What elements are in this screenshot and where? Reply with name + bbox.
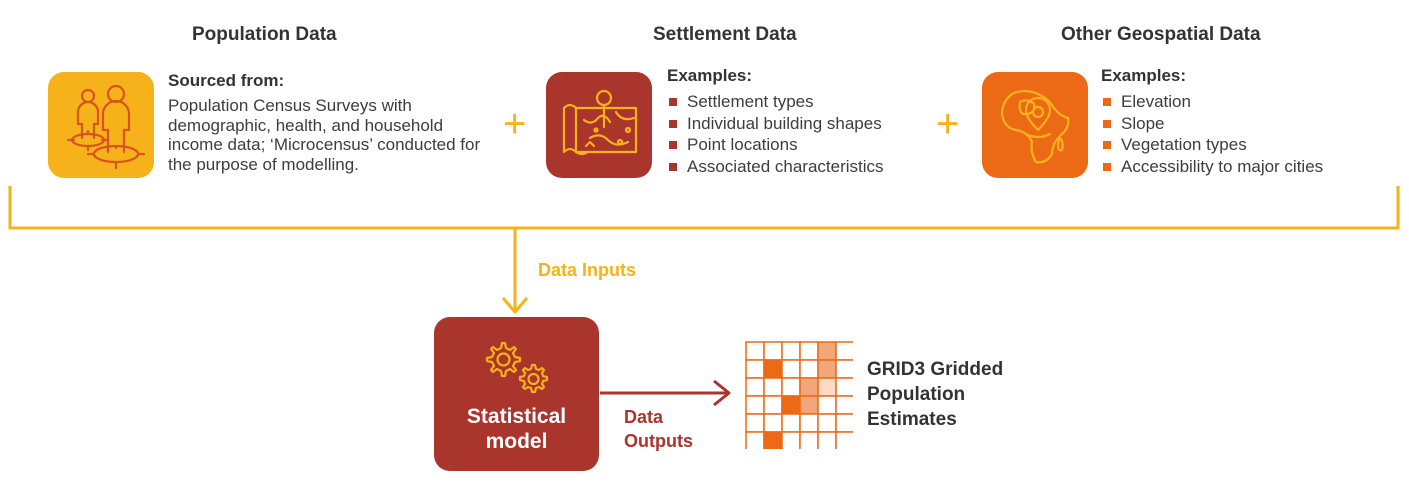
plus-sign-1: +	[503, 102, 527, 146]
bullet-icon	[1103, 162, 1111, 171]
grid-cell	[745, 377, 765, 397]
list-item: Individual building shapes	[669, 113, 884, 135]
bullet-icon	[669, 162, 677, 171]
list-item: Vegetation types	[1103, 134, 1323, 156]
grid-cell	[781, 377, 801, 397]
gears-icon	[485, 341, 549, 394]
grid-cell	[817, 413, 837, 433]
list-item: Settlement types	[669, 91, 884, 113]
grid-cell	[799, 341, 819, 361]
settlement-list: Settlement types Individual building sha…	[669, 91, 884, 177]
people-target-icon	[66, 84, 146, 170]
grid-cell	[781, 395, 801, 415]
grid-cell	[745, 395, 765, 415]
output-title-line2: Population	[867, 384, 966, 405]
grid-cell	[781, 341, 801, 361]
grid-cell	[763, 341, 783, 361]
grid-cell	[799, 413, 819, 433]
grid-cell	[817, 341, 837, 361]
population-body: Population Census Surveys with demograph…	[168, 96, 481, 174]
grid-cell	[799, 359, 819, 379]
output-title-line3: Estimates	[867, 409, 957, 430]
grid-cell	[835, 413, 853, 433]
data-outputs-label: Data Outputs	[624, 405, 693, 453]
data-outputs-line1: Data	[624, 407, 664, 427]
grid-cell	[745, 359, 765, 379]
list-item: Point locations	[669, 134, 884, 156]
grid-cell	[835, 341, 853, 361]
grid-cell	[817, 395, 837, 415]
grid-cell	[781, 431, 801, 449]
grid-cell	[781, 413, 801, 433]
bullet-icon	[1103, 141, 1111, 149]
list-item: Associated characteristics	[669, 156, 884, 178]
grid-cell	[763, 413, 783, 433]
grid-cell	[817, 359, 837, 379]
geospatial-subtitle: Examples:	[1101, 66, 1187, 85]
settlement-heading: Settlement Data	[653, 24, 797, 45]
grid-cell	[799, 377, 819, 397]
output-title: GRID3 Gridded Population Estimates	[867, 357, 1003, 432]
grid-cell	[817, 431, 837, 449]
population-icon-box	[48, 72, 154, 178]
bullet-icon	[669, 98, 677, 106]
grid-cell	[799, 431, 819, 449]
settlement-icon-box	[546, 72, 652, 178]
grid-cell	[763, 431, 783, 449]
grid-cell	[835, 377, 853, 397]
map-pin-icon	[562, 89, 638, 156]
grid-cell	[763, 359, 783, 379]
grid-cell	[835, 359, 853, 379]
settlement-subtitle: Examples:	[667, 66, 753, 85]
data-outputs-line2: Outputs	[624, 431, 693, 451]
geospatial-list: Elevation Slope Vegetation types Accessi…	[1103, 91, 1323, 177]
grid-cell	[817, 377, 837, 397]
data-inputs-label: Data Inputs	[538, 260, 637, 280]
grid-cell	[763, 377, 783, 397]
model-label-line2: model	[485, 430, 548, 453]
statistical-model-box: Statistical model	[434, 317, 599, 471]
bullet-icon	[1103, 98, 1111, 106]
grid-cell	[745, 341, 765, 361]
grid-cell	[835, 395, 853, 415]
list-item: Accessibility to major cities	[1103, 156, 1323, 178]
bullet-icon	[1103, 119, 1111, 128]
africa-map-pin-icon	[1000, 89, 1070, 164]
model-label: Statistical model	[434, 404, 599, 454]
population-subtitle: Sourced from:	[168, 71, 285, 90]
plus-sign-2: +	[936, 102, 960, 146]
grid-cell	[781, 359, 801, 379]
grid-cell	[763, 395, 783, 415]
grid-cell	[745, 431, 765, 449]
grid-cell	[835, 431, 853, 449]
bullet-icon	[669, 141, 677, 149]
grid-icon	[745, 341, 853, 449]
output-title-line1: GRID3 Gridded	[867, 359, 1004, 380]
geospatial-heading: Other Geospatial Data	[1061, 24, 1261, 45]
grid-cell	[745, 413, 765, 433]
list-item: Elevation	[1103, 91, 1323, 113]
bullet-icon	[669, 119, 677, 128]
list-item: Slope	[1103, 113, 1323, 135]
grid-cell	[799, 395, 819, 415]
geospatial-icon-box	[982, 72, 1088, 178]
model-label-line1: Statistical	[466, 405, 567, 428]
population-heading: Population Data	[192, 24, 337, 45]
